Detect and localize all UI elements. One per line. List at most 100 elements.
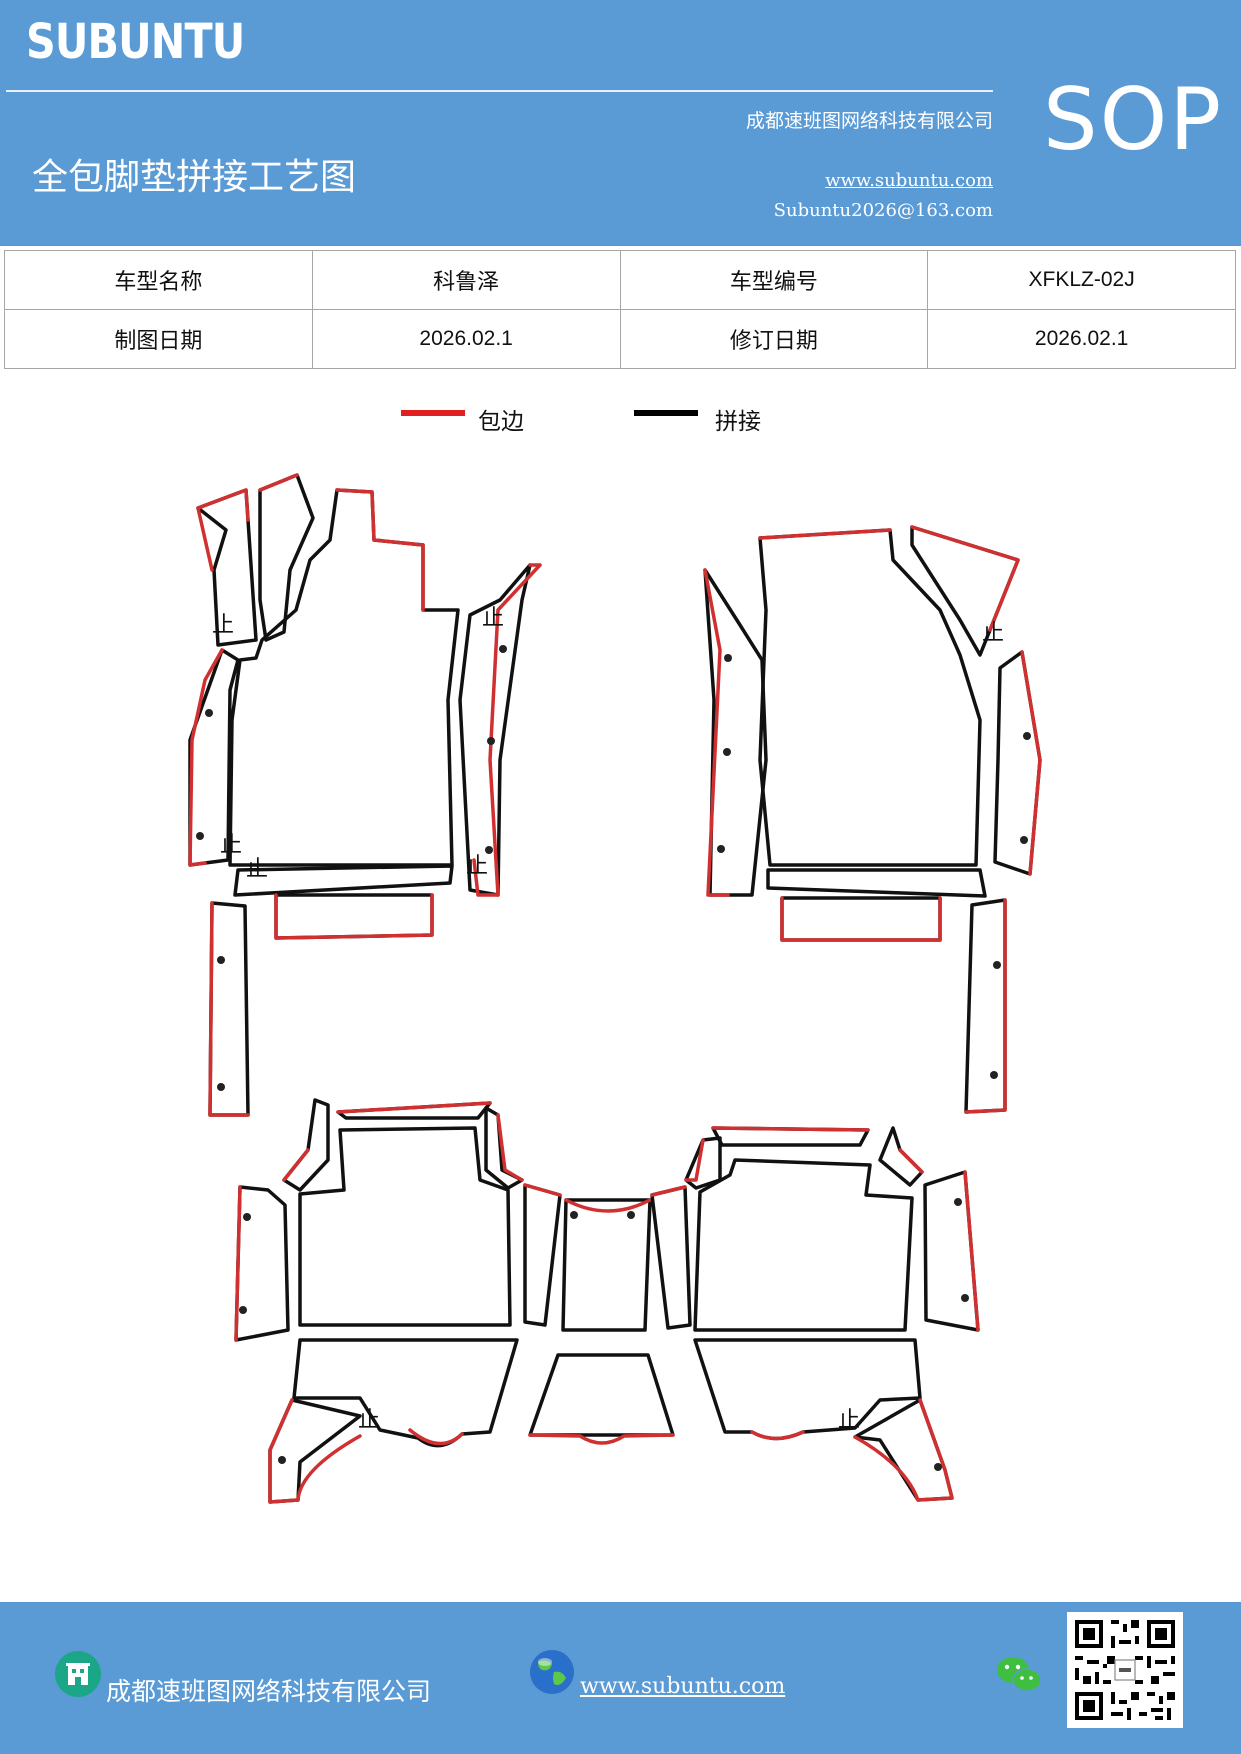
mat-edge [964, 898, 1007, 1114]
stop-mark: 止 [982, 621, 1004, 646]
mat-edge [650, 1185, 687, 1197]
footer-banner: 成都速班图网络科技有限公司 www.subuntu.com [0, 1602, 1241, 1754]
mat-piece [650, 1185, 692, 1330]
stop-mark: 止 [246, 857, 268, 882]
snap-dot [196, 832, 204, 840]
model-name-value: 科鲁泽 [311, 250, 621, 310]
snap-dot [1020, 836, 1028, 844]
stop-mark: 止 [482, 606, 504, 631]
mat-edge [703, 568, 730, 897]
header-divider [6, 90, 993, 92]
vehicle-info-table: 车型名称 科鲁泽 车型编号 XFKLZ-02J 制图日期 2026.02.1 修… [4, 250, 1236, 369]
snap-dot [485, 846, 493, 854]
mat-piece [878, 1126, 924, 1187]
mat-piece [964, 898, 1007, 1114]
mat-edge [711, 1126, 870, 1132]
mat-edge [336, 1101, 492, 1114]
mat-piece [703, 568, 768, 897]
mat-edge [258, 473, 299, 492]
legend-edge-label: 包边 [478, 409, 524, 435]
mat-piece [292, 1338, 519, 1448]
legend-seam-swatch [634, 410, 698, 416]
mat-piece [684, 1136, 722, 1190]
snap-dot [724, 654, 732, 662]
mat-edge [188, 648, 224, 867]
revise-date-value: 2026.02.1 [927, 309, 1236, 369]
stop-marks: 止 止 止 止 止 止 止 止 [212, 606, 1004, 1433]
mat-piece [693, 1338, 922, 1441]
stop-mark: 止 [220, 833, 242, 858]
mat-edge [853, 1398, 954, 1502]
mat-edge [1020, 650, 1042, 876]
header-company: 成都速班图网络科技有限公司 [745, 110, 993, 132]
snap-dot [723, 748, 731, 756]
building-icon [55, 1651, 101, 1697]
footer-company: 成都速班图网络科技有限公司 [106, 1677, 432, 1706]
mat-edge [335, 488, 425, 612]
brand-logo: SUBUNTU [26, 14, 245, 70]
snap-dot [934, 1463, 942, 1471]
footer-website-link[interactable]: www.subuntu.com [580, 1674, 786, 1699]
header-email: Subuntu2026@163.com [773, 200, 993, 221]
mat-piece [766, 868, 987, 898]
snap-dots [196, 645, 1031, 1471]
mat-edge [274, 893, 434, 940]
stop-mark: 止 [358, 1408, 380, 1433]
mat-edge [910, 525, 1020, 632]
mat-piece [693, 1158, 914, 1332]
snap-dot [993, 961, 1001, 969]
mat-piece [298, 1126, 512, 1327]
mat-edge [234, 1185, 242, 1342]
mat-edge [963, 1170, 980, 1332]
qr-code-icon[interactable] [1066, 1612, 1184, 1728]
mat-piece [780, 896, 942, 942]
snap-dot [205, 709, 213, 717]
mat-edge [564, 1198, 652, 1213]
mat-piece [528, 1353, 675, 1437]
mat-edge [472, 563, 542, 897]
mat-piece [234, 1185, 290, 1342]
draw-date-value: 2026.02.1 [311, 309, 621, 369]
snap-dot [243, 1213, 251, 1221]
floor-mat-diagram: 止 止 止 止 止 止 止 止 [188, 473, 1042, 1504]
sop-badge: SOP [1043, 70, 1224, 170]
mat-edge [898, 1148, 924, 1174]
wechat-icon [997, 1657, 1042, 1692]
mat-piece [274, 893, 434, 940]
snap-dot [217, 1083, 225, 1091]
mat-edge [780, 896, 942, 942]
rear-mat-group [234, 1098, 980, 1504]
mat-piece [208, 901, 250, 1117]
mat-edge [196, 488, 250, 572]
mat-edge [208, 901, 250, 1117]
globe-icon [530, 1650, 574, 1694]
snap-dot [961, 1294, 969, 1302]
model-code-value: XFKLZ-02J [927, 250, 1236, 310]
mat-edge [496, 1113, 524, 1182]
front-left-mat-group [188, 473, 542, 1117]
model-name-label: 车型名称 [4, 250, 313, 310]
snap-dot [487, 737, 495, 745]
snap-dot [627, 1211, 635, 1219]
mat-piece [458, 563, 532, 897]
header-banner: SUBUNTU 成都速班图网络科技有限公司 全包脚垫拼接工艺图 www.subu… [0, 0, 1241, 246]
header-website-link[interactable]: www.subuntu.com [825, 170, 993, 191]
stop-mark: 止 [466, 854, 488, 879]
snap-dot [990, 1071, 998, 1079]
mat-piece [758, 528, 982, 867]
snap-dot [239, 1306, 247, 1314]
mat-edge [758, 528, 892, 540]
snap-dot [717, 845, 725, 853]
table-row: 车型名称 科鲁泽 车型编号 XFKLZ-02J [4, 250, 1236, 310]
table-row: 制图日期 2026.02.1 修订日期 2026.02.1 [4, 309, 1236, 369]
snap-dot [278, 1456, 286, 1464]
mat-edge [528, 1433, 675, 1445]
revise-date-label: 修订日期 [619, 309, 929, 369]
mat-piece [233, 864, 454, 897]
model-code-label: 车型编号 [619, 250, 929, 310]
snap-dot [1023, 732, 1031, 740]
mat-edge [282, 1148, 310, 1182]
snap-dot [570, 1211, 578, 1219]
mat-edge [684, 1138, 705, 1182]
stop-mark: 止 [838, 1408, 860, 1433]
